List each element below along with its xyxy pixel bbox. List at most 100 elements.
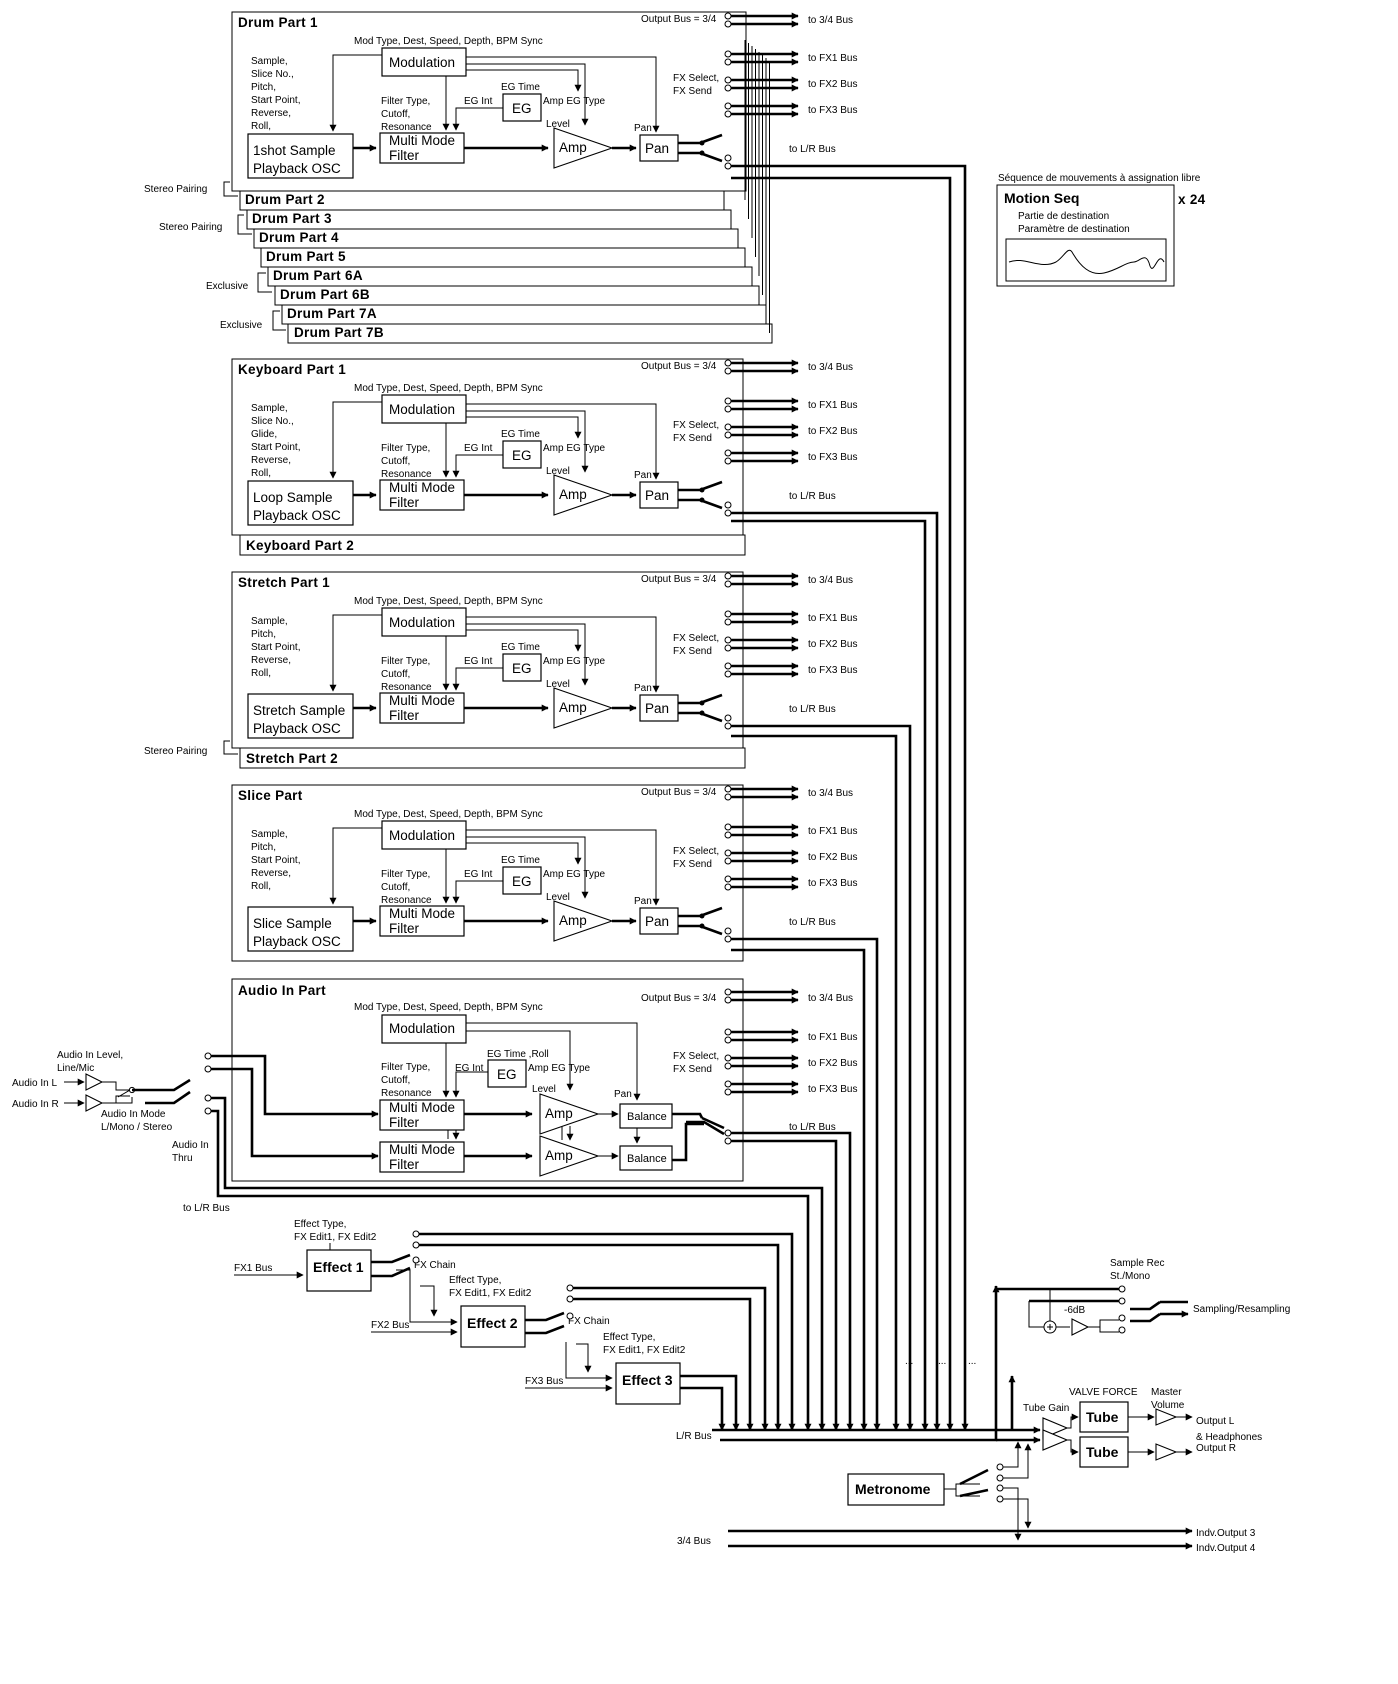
keyboard-osc-param-1: Slice No., bbox=[251, 416, 294, 427]
keyboard-eg-label: EG bbox=[512, 448, 532, 463]
master-volume-0: Master bbox=[1151, 1387, 1182, 1398]
slice-lr-wire-b bbox=[731, 948, 868, 1431]
stretch-eg-label: EG bbox=[512, 661, 532, 676]
keyboard-lr-wire-a bbox=[731, 511, 941, 1431]
slice-modulation-label: Modulation bbox=[389, 828, 455, 843]
motion-seq-curve bbox=[1008, 249, 1165, 275]
stretch-mod-to-eg bbox=[466, 629, 582, 652]
audio-filter-l-label-0: Multi Mode bbox=[389, 1100, 455, 1115]
stretch-out-label-2: to FX2 Bus bbox=[808, 639, 857, 650]
drum-switch-pivot-a bbox=[699, 140, 705, 146]
sr-switch bbox=[1130, 1300, 1161, 1323]
slice-out-jack-0b bbox=[724, 793, 732, 801]
drum-pan-label: Pan bbox=[645, 141, 669, 156]
drum-out-jack-0b bbox=[724, 20, 732, 28]
signal-flow-diagram: Drum Part 2 Drum Part 3 Drum Part 4 Drum… bbox=[12, 11, 1290, 1554]
stretch-out-label-0: to 3/4 Bus bbox=[808, 575, 853, 586]
drum-eg-to-filter bbox=[452, 107, 503, 131]
slice-filter-label-0: Multi Mode bbox=[389, 906, 455, 921]
e1-out-b bbox=[419, 1243, 782, 1431]
keyboard-filter-label-0: Multi Mode bbox=[389, 480, 455, 495]
stretch-pan-out bbox=[678, 701, 700, 715]
keyboard-modulation-label: Modulation bbox=[389, 402, 455, 417]
stretch-level: Level bbox=[546, 679, 570, 690]
keyboard-lr-jack-a bbox=[724, 501, 732, 509]
stereo-pairing-bracket-2 bbox=[237, 214, 252, 235]
stretch-modulation-label: Modulation bbox=[389, 615, 455, 630]
drum-pan-param: Pan bbox=[634, 123, 652, 134]
slice-eg-time: EG Time bbox=[501, 855, 540, 866]
audio-balance-l-box bbox=[619, 1103, 673, 1129]
slice-osc-box bbox=[247, 906, 354, 952]
drum-part-4-label: Drum Part 4 bbox=[259, 230, 339, 245]
slice-lr-label: to L/R Bus bbox=[789, 917, 836, 928]
audio-thru-wire-a bbox=[211, 1096, 826, 1431]
audio-input-section: Audio In Level, Line/Mic Audio In L Audi… bbox=[12, 1050, 379, 1214]
stretch-eg-time: EG Time bbox=[501, 642, 540, 653]
stretch-out-label-1: to FX1 Bus bbox=[808, 613, 857, 624]
slice-amp-eg-type: Amp EG Type bbox=[543, 869, 606, 880]
audio-input-switch bbox=[132, 1078, 191, 1105]
drum-level: Level bbox=[546, 119, 570, 130]
drum-osc-label-0: 1shot Sample bbox=[253, 143, 336, 158]
e3-out-a bbox=[680, 1374, 740, 1431]
keyboard-eg-time: EG Time bbox=[501, 429, 540, 440]
slice-osc-param-1: Pitch, bbox=[251, 842, 276, 853]
e2-out-b bbox=[573, 1297, 754, 1431]
audio-balance-l-label: Balance bbox=[627, 1111, 667, 1123]
stretch-filter-param-0: Filter Type, bbox=[381, 656, 430, 667]
audio-filter-param-2: Resonance bbox=[381, 1088, 432, 1099]
master-section: L/R Bus 3/4 Bus ... ... ... Sample Rec S… bbox=[676, 1258, 1290, 1554]
headphones-label: & Headphones bbox=[1196, 1432, 1262, 1443]
drum-osc-param-5: Roll, bbox=[251, 121, 271, 132]
keyboard-eg-box bbox=[502, 440, 542, 469]
audio-in-r-wire bbox=[102, 1089, 131, 1104]
e1-jack-b bbox=[412, 1241, 420, 1249]
slice-osc-param-4: Roll, bbox=[251, 881, 271, 892]
e2-type-1: FX Edit1, FX Edit2 bbox=[449, 1288, 532, 1299]
audio-to-filter-r bbox=[211, 1067, 379, 1160]
keyboard-pan-box bbox=[639, 481, 679, 509]
sr-jack-b bbox=[1118, 1297, 1126, 1305]
drum-part-6a-label: Drum Part 6A bbox=[273, 268, 363, 283]
slice-osc-label-0: Slice Sample bbox=[253, 916, 332, 931]
slice-filter-label-1: Filter bbox=[389, 921, 420, 936]
keyboard-filter-param-2: Resonance bbox=[381, 469, 432, 480]
exclusive-bracket bbox=[257, 272, 272, 293]
metronome-out bbox=[944, 1483, 980, 1497]
audio-balance-r-label: Balance bbox=[627, 1153, 667, 1165]
keyboard-filter-param-0: Filter Type, bbox=[381, 443, 430, 454]
audio-mod-to-pan bbox=[466, 1022, 641, 1101]
stretch-out-jack-2b bbox=[724, 644, 732, 652]
audio-mod-params: Mod Type, Dest, Speed, Depth, BPM Sync bbox=[354, 1002, 543, 1013]
keyboard-out-jack-2b bbox=[724, 431, 732, 439]
audio-thru-to-lr: to L/R Bus bbox=[183, 1203, 230, 1214]
audio-switch-blade-2 bbox=[686, 1120, 725, 1136]
keyboard-osc-param-4: Reverse, bbox=[251, 455, 291, 466]
slice-mod-to-eg bbox=[466, 842, 582, 865]
slice-osc-label-1: Playback OSC bbox=[253, 934, 341, 949]
dots-2: ... bbox=[938, 1356, 946, 1367]
slice-out-label-2: to FX2 Bus bbox=[808, 852, 857, 863]
keyboard-eg-to-filter bbox=[452, 454, 503, 478]
slice-osc-param-3: Reverse, bbox=[251, 868, 291, 879]
audio-filter-r-label-0: Multi Mode bbox=[389, 1142, 455, 1157]
slice-eg-int: EG Int bbox=[464, 869, 493, 880]
effect-3-box bbox=[615, 1362, 681, 1405]
exclusive-label-2: Exclusive bbox=[220, 320, 263, 331]
stretch-filter-box bbox=[379, 692, 465, 724]
stereo-pairing-bracket bbox=[223, 181, 238, 197]
tube-r-label: Tube bbox=[1086, 1444, 1119, 1460]
audio-eg-int: EG Int bbox=[455, 1063, 484, 1074]
stretch-output-bus: Output Bus = 3/4 bbox=[641, 574, 717, 585]
lr-bus bbox=[712, 1428, 998, 1442]
drum-osc-box bbox=[247, 133, 354, 179]
e2-jack-b bbox=[566, 1295, 574, 1303]
audio-filter-r-box bbox=[379, 1141, 465, 1173]
e3-out-b bbox=[680, 1386, 726, 1431]
slice-osc-param-2: Start Point, bbox=[251, 855, 300, 866]
drum-mod-to-osc bbox=[329, 54, 382, 132]
audio-to-filter-l bbox=[211, 1054, 379, 1118]
keyboard-pan-param: Pan bbox=[634, 470, 652, 481]
drum-out-label-1: to FX1 Bus bbox=[808, 53, 857, 64]
